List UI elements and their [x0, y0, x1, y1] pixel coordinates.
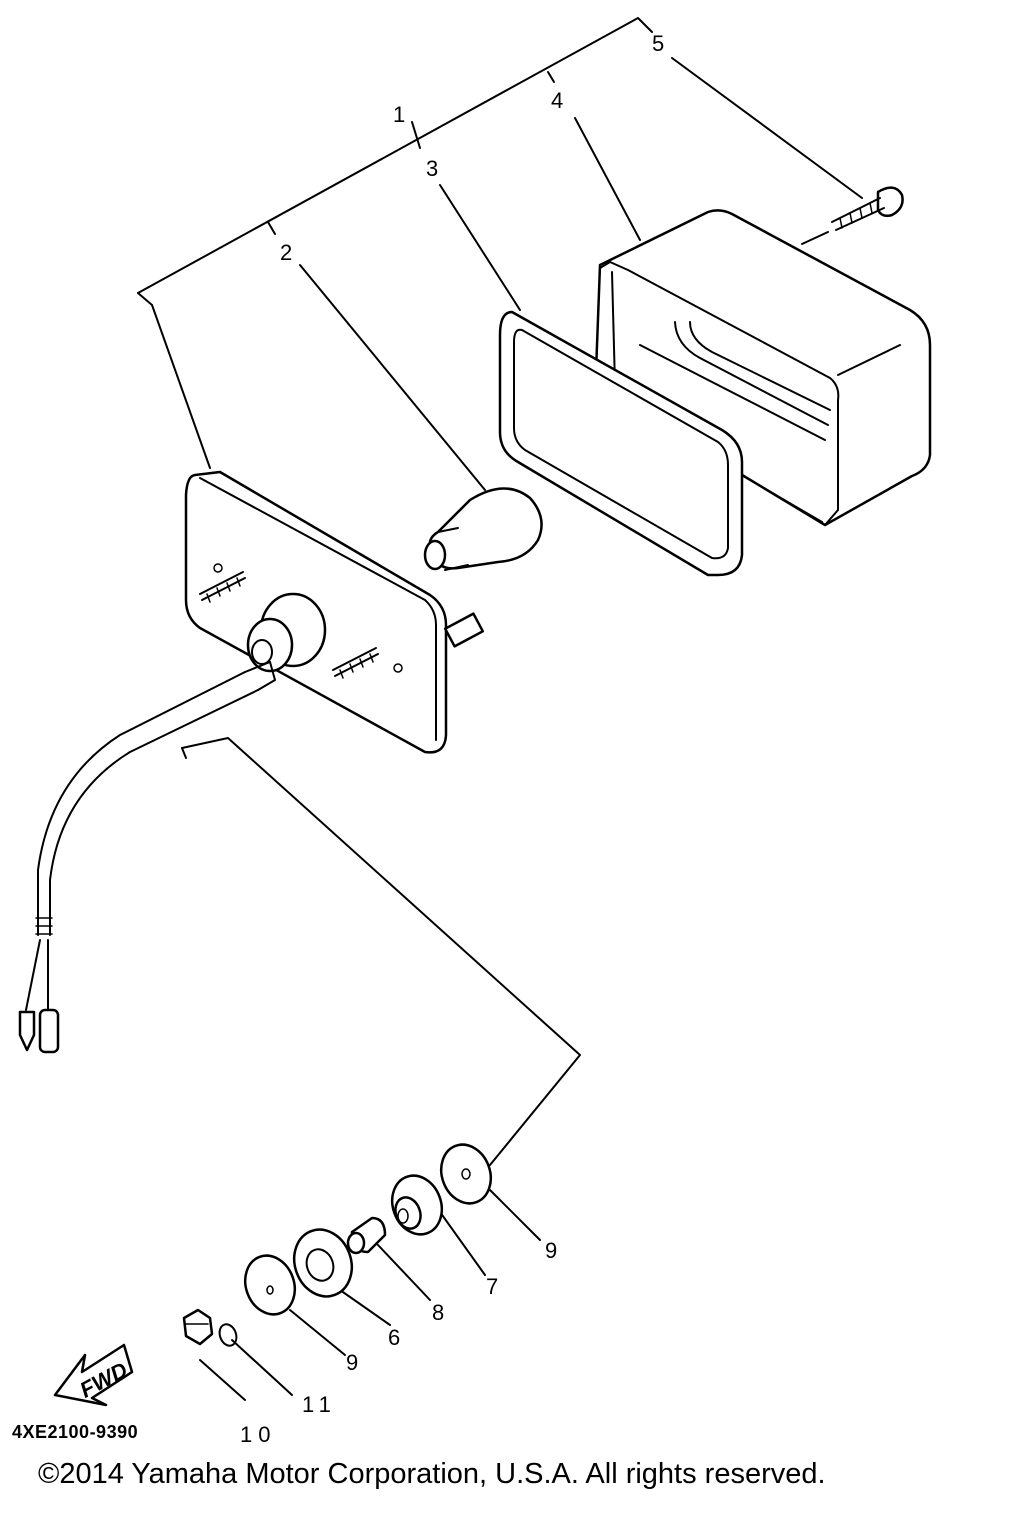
collar-8 — [346, 1216, 387, 1255]
callout-9-upper: 9 — [545, 1238, 557, 1263]
washer-9-lower — [243, 1254, 297, 1316]
callout-8: 8 — [432, 1300, 444, 1325]
leader-lines — [181, 57, 863, 1401]
callout-10: 10 — [240, 1422, 276, 1447]
washer-9-upper — [439, 1143, 493, 1205]
callout-6: 6 — [388, 1325, 400, 1350]
callout-5: 5 — [652, 31, 664, 56]
callout-3: 3 — [426, 156, 438, 181]
callout-11: 11 — [302, 1392, 337, 1417]
assembly-bracket — [137, 17, 653, 469]
mounting-stud-lower — [332, 647, 379, 679]
fwd-arrow-icon: FWD — [53, 1343, 134, 1407]
copyright-notice: ©2014 Yamaha Motor Corporation, U.S.A. A… — [38, 1458, 826, 1490]
lock-washer-11 — [218, 1323, 238, 1347]
callout-9-lower: 9 — [346, 1350, 358, 1375]
grommet-7 — [390, 1174, 444, 1236]
callout-7: 7 — [486, 1274, 498, 1299]
callout-labels: 1 2 3 4 5 6 7 8 9 9 10 11 — [240, 31, 664, 1447]
callout-1: 1 — [393, 102, 405, 127]
wire-harness — [18, 661, 276, 1054]
grommet-6 — [292, 1228, 354, 1298]
base-plate — [18, 470, 485, 1054]
gasket — [498, 310, 744, 577]
callout-4: 4 — [551, 88, 563, 113]
callout-2: 2 — [280, 240, 292, 265]
bulb — [423, 487, 543, 571]
screw — [831, 186, 904, 231]
mounting-stud-upper — [199, 571, 246, 603]
nut-10 — [182, 1308, 214, 1346]
diagram-code: 4XE2100-9390 — [12, 1422, 139, 1442]
